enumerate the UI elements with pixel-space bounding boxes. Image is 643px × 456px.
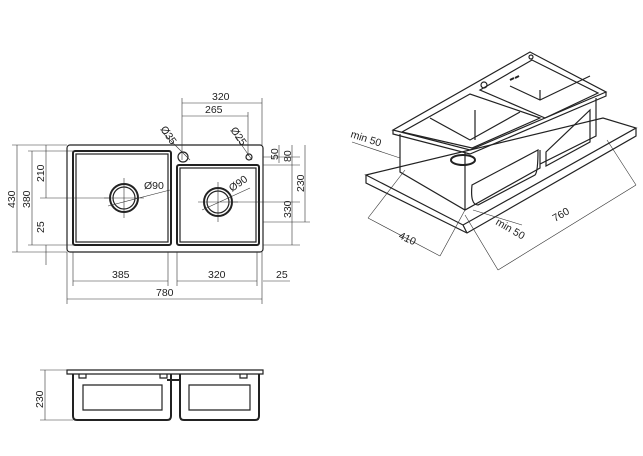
right-bowl-inner [179, 167, 257, 243]
dim-left-25: 25 [35, 221, 47, 233]
dim-bottom-385: 385 [112, 269, 130, 281]
tap-hole-icon [177, 151, 189, 163]
dim-width-760: 760 [551, 205, 572, 224]
top-view: 320 265 Ø35 Ø25 Ø90 Ø90 430 380 210 25 5… [6, 91, 310, 304]
dim-right-230: 230 [295, 174, 307, 192]
bowl-body [399, 98, 597, 211]
dim-right-50: 50 [269, 148, 281, 160]
dim-bottom-25: 25 [276, 269, 288, 281]
dim-drain-right: Ø90 [227, 173, 250, 194]
tap-hole-icon [480, 81, 488, 89]
dim-left-430: 430 [6, 190, 18, 208]
dim-left-210: 210 [35, 164, 47, 182]
dim-min50-front: min 50 [494, 216, 527, 242]
drain-icon [450, 154, 476, 166]
overflow-hole-icon [245, 153, 253, 161]
countertop [364, 117, 638, 234]
sink-outline [66, 144, 264, 253]
dim-hole-35: Ø35 [158, 124, 179, 147]
side-view: 230 [34, 369, 264, 421]
dim-bottom-780: 780 [156, 287, 174, 299]
dim-depth-410: 410 [397, 230, 418, 248]
dim-top-265: 265 [205, 104, 223, 116]
sink-rim [391, 51, 608, 155]
dim-bottom-320: 320 [208, 269, 226, 281]
dim-height-230: 230 [34, 390, 46, 408]
dim-drain-left: Ø90 [144, 180, 164, 192]
dim-right-330: 330 [282, 200, 294, 218]
right-bowl [176, 164, 260, 246]
dim-top-320: 320 [212, 91, 230, 103]
dim-left-380: 380 [21, 190, 33, 208]
dim-right-80: 80 [282, 150, 294, 162]
iso-view: min 50 410 min 50 760 [349, 51, 638, 271]
